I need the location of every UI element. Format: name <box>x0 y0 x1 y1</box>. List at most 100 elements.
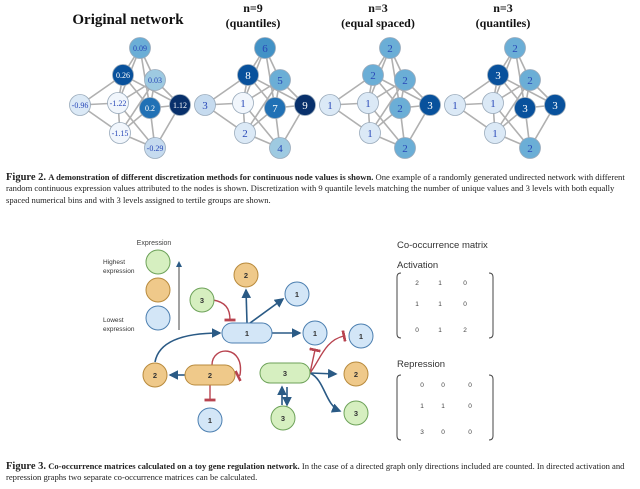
matrix-left-bracket <box>396 272 402 339</box>
matrix-right-bracket <box>488 272 494 339</box>
node-label: 2 <box>512 43 518 55</box>
repression-cell: 1 <box>420 403 424 410</box>
gene-node <box>302 320 328 346</box>
legend-lowest-label: expression <box>103 326 135 333</box>
gene-complex-node <box>259 362 311 384</box>
legend-swatch-1 <box>145 305 171 331</box>
panel-title: (quantiles) <box>226 16 281 30</box>
network-node <box>194 94 216 116</box>
node-label: 1 <box>492 128 498 140</box>
repression-cell: 0 <box>420 382 424 389</box>
regulation-edge <box>249 298 285 324</box>
node-label: 1 <box>367 128 373 140</box>
activation-cell: 0 <box>415 327 419 334</box>
node-label: 1 <box>365 98 371 110</box>
figure3-label: Figure 3. <box>6 461 47 472</box>
panel-title: n=9 <box>243 1 263 15</box>
activation-cell: 2 <box>415 280 419 287</box>
repression-cell: 3 <box>420 429 424 436</box>
gene-node <box>197 407 223 433</box>
gene-node-label: 2 <box>153 371 157 380</box>
gene-node <box>270 405 296 431</box>
network-node <box>237 64 259 86</box>
gene-node-label: 1 <box>313 329 317 338</box>
node-label: 0.26 <box>116 71 130 80</box>
gene-network: ExpressionHighestexpressionLowestexpress… <box>103 240 494 441</box>
repression-cell: 1 <box>441 403 445 410</box>
network-node <box>109 122 131 144</box>
activation-title: Activation <box>397 260 438 271</box>
gene-complex-node <box>221 322 273 344</box>
panel-title: n=3 <box>493 1 513 15</box>
network-node <box>362 64 384 86</box>
legend-title: Expression <box>137 240 172 247</box>
network-node <box>444 94 466 116</box>
node-label: 6 <box>262 43 268 55</box>
gene-node <box>284 281 310 307</box>
legend-swatch-2 <box>145 277 171 303</box>
figure3-caption-text: In the case of a directed graph only dir… <box>6 461 625 483</box>
node-label: 2 <box>402 143 408 155</box>
activation-cell: 2 <box>463 327 467 334</box>
regulation-edge <box>309 372 342 413</box>
activation-cell: 0 <box>463 280 467 287</box>
repression-cell: 0 <box>468 382 472 389</box>
network-node <box>234 122 256 144</box>
node-label: 2 <box>527 143 533 155</box>
network-node <box>232 92 254 114</box>
legend-swatch-3 <box>145 249 171 275</box>
network-node <box>389 97 411 119</box>
node-label: 2 <box>527 75 533 87</box>
regulation-edge <box>309 347 321 374</box>
gene-node-label: 2 <box>208 371 212 380</box>
node-label: 2 <box>387 43 393 55</box>
network-node <box>129 37 151 59</box>
regulation-edge <box>212 299 236 322</box>
gene-node-label: 3 <box>354 409 358 418</box>
gene-node <box>343 361 369 387</box>
network-node <box>357 92 379 114</box>
node-label: 1.12 <box>173 101 187 110</box>
activation-cell: 1 <box>438 327 442 334</box>
node-label: 0.2 <box>145 104 155 113</box>
node-label: 2 <box>397 103 403 115</box>
repression-cell: 0 <box>441 429 445 436</box>
regulation-edge <box>211 350 242 382</box>
node-label: 3 <box>495 70 501 82</box>
node-label: -1.15 <box>112 129 129 138</box>
node-label: -0.29 <box>147 144 164 153</box>
gene-node <box>343 400 369 426</box>
network-node <box>139 97 161 119</box>
network-node <box>359 122 381 144</box>
node-label: 2 <box>402 75 408 87</box>
figure2-caption-bold: A demonstration of different discretizat… <box>48 172 374 182</box>
network-node <box>69 94 91 116</box>
gene-node-label: 3 <box>281 414 285 423</box>
gene-node-label: 2 <box>354 370 358 379</box>
regulation-edge <box>309 368 338 379</box>
node-label: -1.22 <box>110 99 127 108</box>
matrix-right-bracket <box>488 374 494 441</box>
node-label: 3 <box>552 100 558 112</box>
legend-highest-label: Highest <box>103 259 125 266</box>
regulation-edge <box>154 328 222 363</box>
gene-node <box>233 262 259 288</box>
node-label: 4 <box>277 143 283 155</box>
network-node <box>144 137 166 159</box>
repression-cell: 0 <box>468 403 472 410</box>
network-node <box>544 94 566 116</box>
network-node <box>269 69 291 91</box>
gene-node <box>142 362 168 388</box>
regulation-edge <box>241 288 252 324</box>
network-node <box>254 37 276 59</box>
figure2-caption: Figure 2. A demonstration of different d… <box>6 172 634 206</box>
network-node <box>319 94 341 116</box>
node-label: 3 <box>202 100 208 112</box>
node-label: 1 <box>452 100 458 112</box>
gene-node-label: 1 <box>208 416 212 425</box>
node-label: 2 <box>370 70 376 82</box>
repression-title: Repression <box>397 359 445 370</box>
